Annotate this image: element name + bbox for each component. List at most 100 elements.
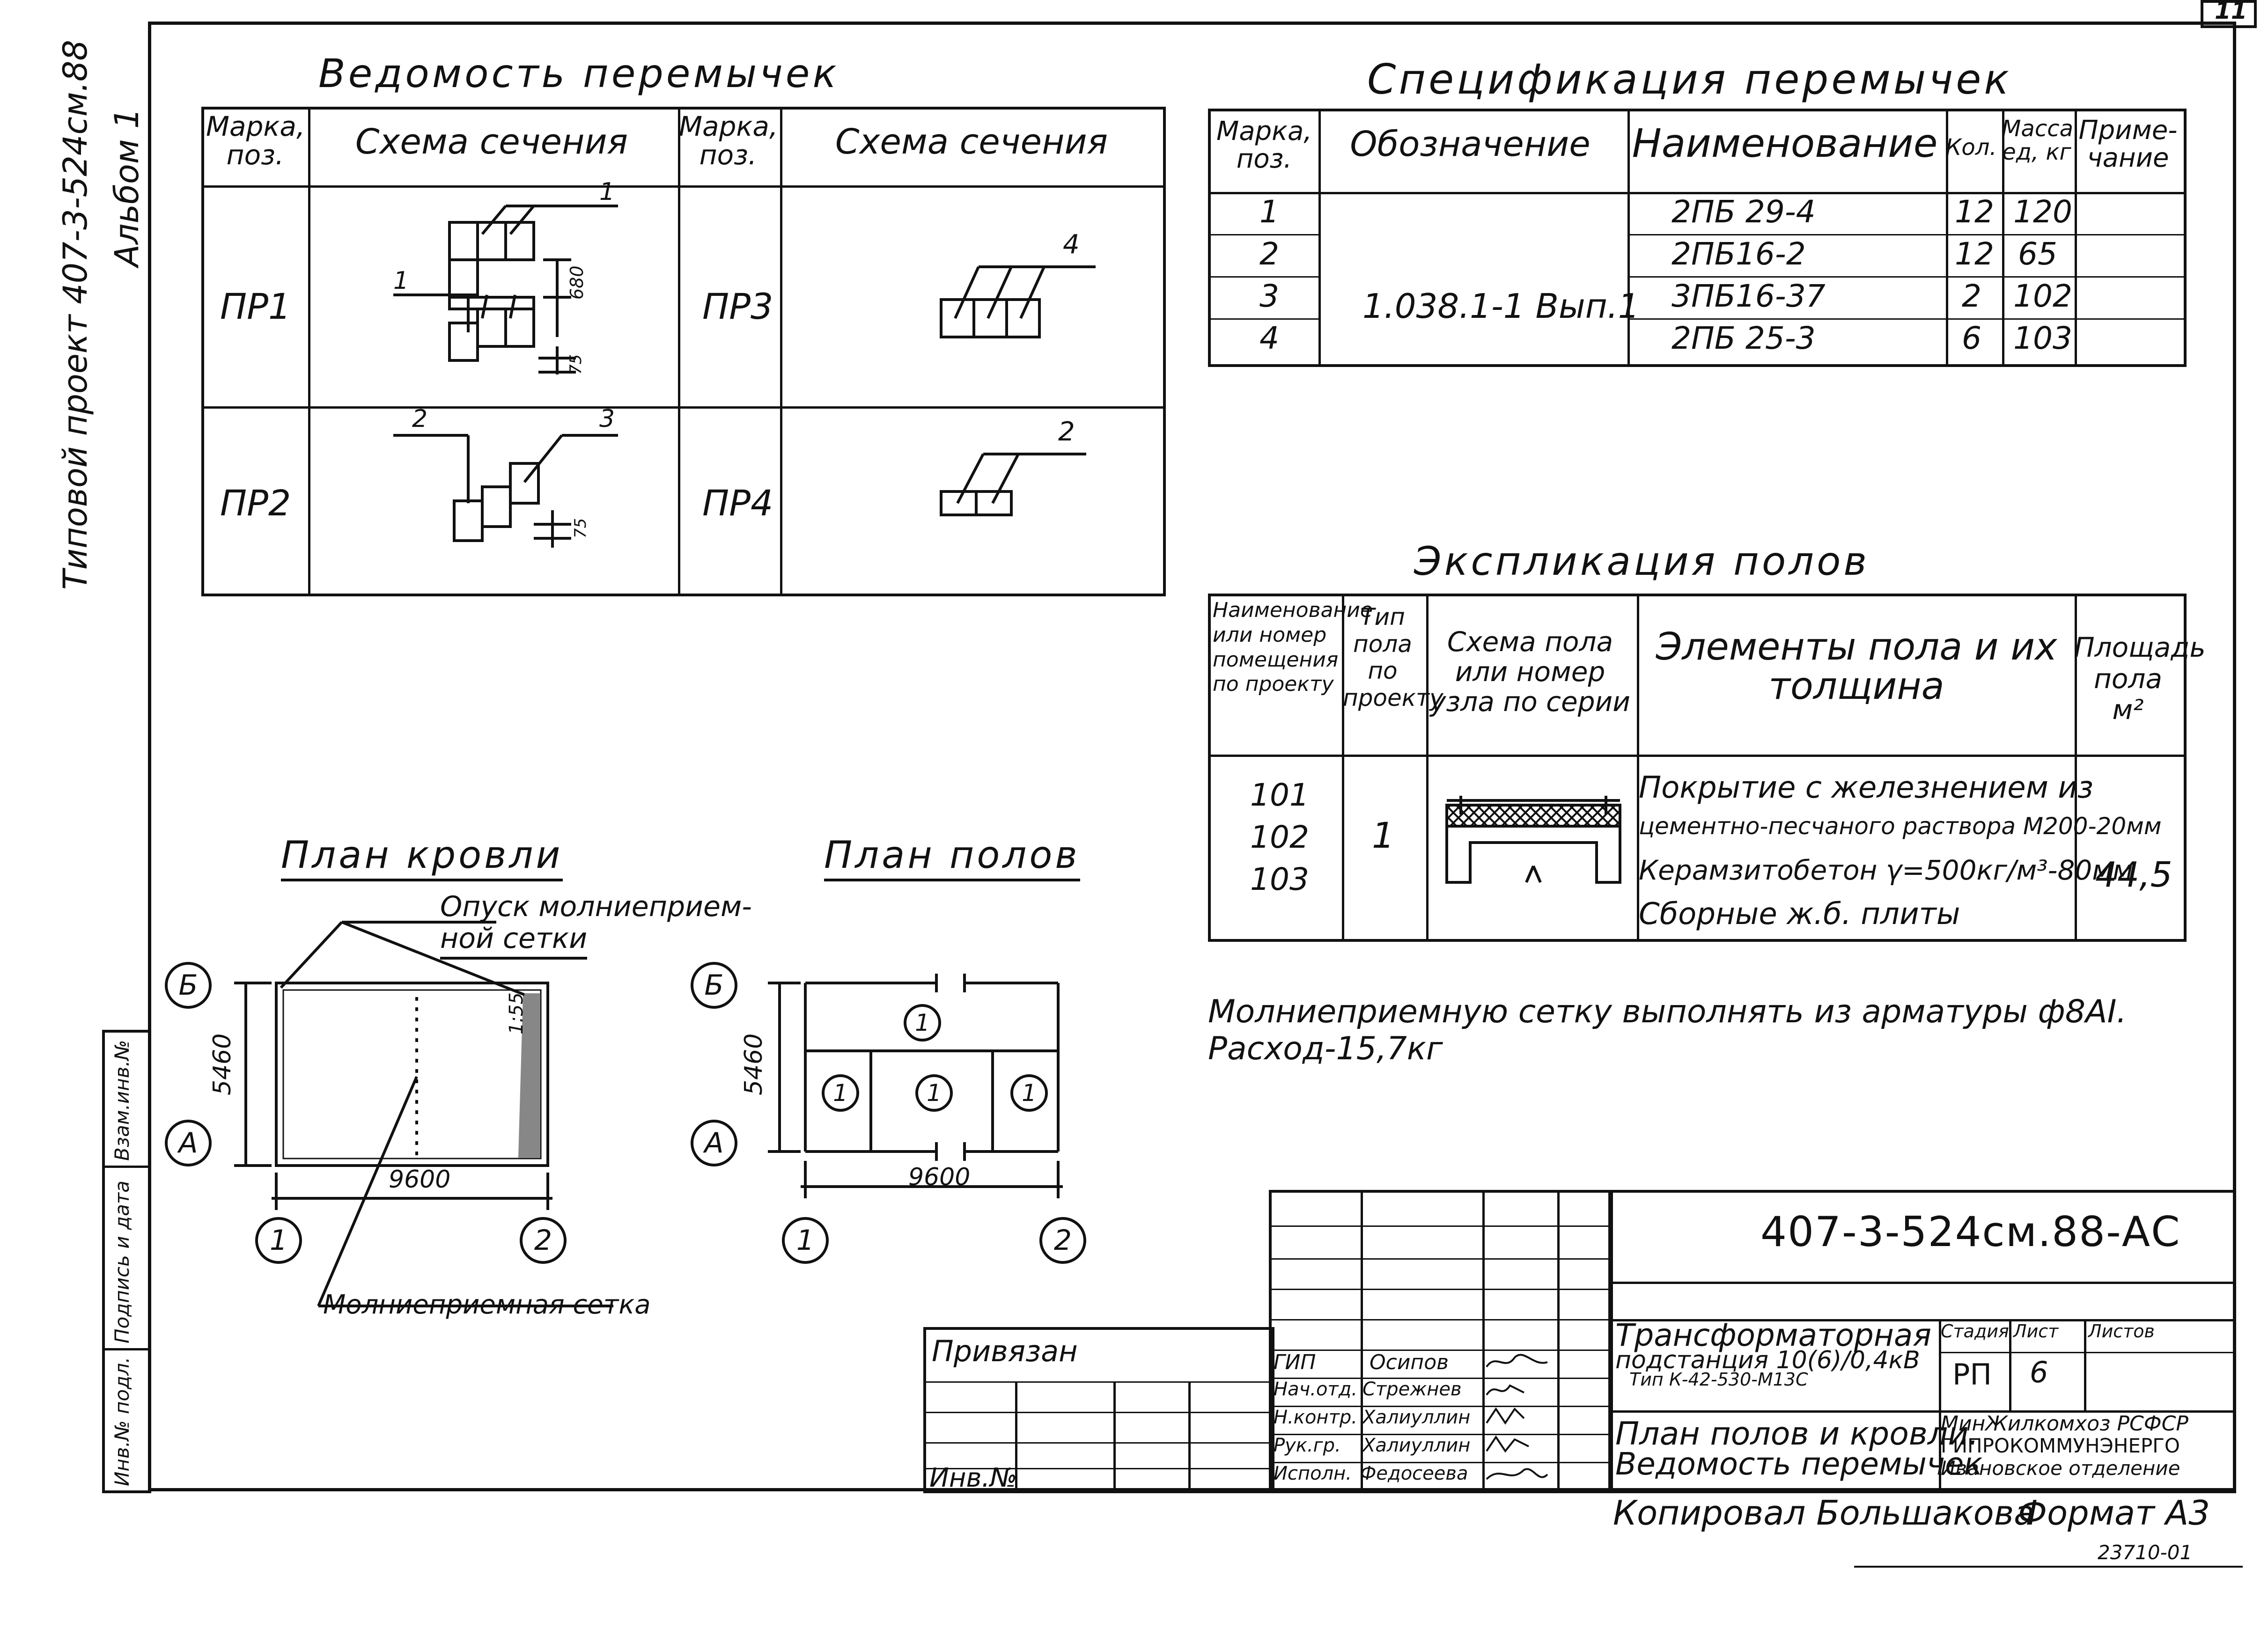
stamp-sheet-label: Лист [2013, 1321, 2059, 1342]
stamp-sheet: 6 [2030, 1355, 2048, 1389]
title-block-privyazan [923, 1327, 1274, 1493]
lintel-mark: ПР4 [702, 482, 773, 524]
stamp-role: ГИП [1274, 1350, 1316, 1374]
roof-axis-a: А [165, 1120, 212, 1166]
side-stamp-replace: Взам.инв.№ [110, 1040, 133, 1161]
title-block-main [1608, 1190, 2236, 1493]
pr1-label: 1 [393, 267, 409, 295]
roof-plan-dim-v: 5460 [208, 1033, 236, 1095]
pr2-label: 2 [412, 405, 428, 433]
stamp-org-1: МинЖилкомхоз РСФСР [1941, 1412, 2188, 1436]
spec-row-qty: 6 [1962, 320, 1981, 356]
lintel-header-scheme-2: Схема сечения [835, 122, 1108, 162]
pr1-label: 680 [567, 265, 587, 300]
floors-room: 103 [1250, 861, 1309, 897]
floor-type-marker: 1 [915, 1074, 953, 1112]
side-stamp-sign: Подпись и дата [110, 1181, 133, 1343]
floors-title: Экспликация полов [1414, 538, 1870, 584]
lintel-sheet-table [201, 107, 1166, 596]
floors-element: Сборные ж.б. плиты [1639, 897, 1960, 932]
stamp-person: Стрежнев [1362, 1379, 1462, 1400]
floors-room: 102 [1250, 819, 1309, 855]
floor-plan-title: План полов [824, 833, 1080, 881]
lintel-mark: ПР1 [220, 286, 291, 327]
lintel-header-scheme-1: Схема сечения [355, 122, 628, 162]
floors-type: 1 [1372, 814, 1395, 856]
side-note-line1: Типовой проект 407-3-524см.88 [56, 40, 95, 590]
stamp-role: Н.контр. [1274, 1407, 1357, 1428]
lintel-header-mark-1: Марка, поз. [206, 110, 305, 171]
spec-row-name: 2ПБ16-2 [1672, 236, 1806, 272]
roof-axis-1: 1 [255, 1217, 302, 1264]
pr1-label: 75 [567, 354, 585, 374]
floor-type-marker: 1 [822, 1074, 859, 1112]
lintel-section-pr2 [393, 434, 618, 548]
drawing-frame [148, 22, 2236, 1491]
floor-axis-a: А [691, 1120, 737, 1166]
spec-row-mass: 120 [2013, 194, 2072, 230]
lintel-mark: ПР2 [220, 482, 291, 524]
stamp-code: 407-3-524см.88-АС [1760, 1208, 2181, 1256]
roof-plan-slope: 1:55 [506, 992, 527, 1034]
page-number: 11 [2215, 0, 2247, 24]
stamp-project-name-3: Тип К-42-530-М13С [1629, 1369, 1808, 1390]
stamp-person: Халиуллин [1362, 1435, 1471, 1456]
stamp-person: Халиуллин [1362, 1407, 1471, 1428]
floor-plan-dim-v: 5460 [740, 1033, 768, 1095]
spec-header-qty: Кол. [1945, 134, 1997, 161]
pr4-label: 2 [1058, 417, 1075, 447]
spec-row-mass: 65 [2018, 236, 2057, 272]
floors-header-area: Площадь пола м² [2074, 631, 2206, 726]
stamp-role: Рук.гр. [1274, 1435, 1341, 1456]
roof-axis-b: Б [165, 962, 212, 1009]
stamp-role: Исполн. [1274, 1463, 1352, 1484]
spec-row-qty: 2 [1962, 278, 1981, 314]
floors-header-type: Тип пола по проекту [1343, 603, 1443, 711]
copied-by: Копировал Большакова [1613, 1493, 2035, 1533]
spec-row-mass: 102 [2013, 278, 2072, 314]
floor-plan-drawing [768, 974, 1063, 1198]
spec-row-pos: 4 [1259, 320, 1279, 356]
stamp-sheet-title-1: План полов и кровли. [1615, 1416, 1979, 1452]
floor-axis-b: Б [691, 962, 737, 1009]
spec-row-name: 3ПБ16-37 [1672, 278, 1826, 314]
order-number: 23710-01 [2098, 1541, 2193, 1564]
floor-axis-2: 2 [1039, 1217, 1086, 1264]
stamp-org-2: ГИПРОКОММУНЭНЕРГО [1941, 1434, 2180, 1457]
lintel-mark: ПР3 [702, 286, 773, 327]
spec-header-mark: Марка, поз. [1216, 116, 1312, 174]
lintel-sheet-title: Ведомость перемычек [318, 51, 839, 96]
floors-area: 44,5 [2095, 855, 2172, 895]
side-stamp-inv: Инв.№ подл. [110, 1357, 133, 1486]
roof-plan-title: План кровли [281, 833, 563, 881]
lightning-note: Молниеприемную сетку выполнять из армату… [1208, 993, 2127, 1067]
spec-row-pos: 3 [1259, 278, 1279, 314]
spec-row-qty: 12 [1955, 194, 1994, 230]
inv-no-label: Инв.№ [929, 1463, 1017, 1493]
floors-table [1208, 594, 2187, 942]
spec-header-name: Наименование [1632, 120, 1938, 166]
floors-element: цементно-песчаного раствора М200-20мм [1639, 813, 2162, 840]
floors-element: Керамзитобетон γ=500кг/м³-80мм [1639, 854, 2133, 886]
floor-section-scheme [1445, 796, 1621, 884]
roof-plan-note-1: Опуск молниеприем- [440, 890, 752, 923]
floors-element: Покрытие с железнением из [1639, 770, 2093, 805]
roof-axis-2: 2 [520, 1217, 567, 1264]
spec-row-mass: 103 [2013, 320, 2072, 356]
stamp-org-3: Ивановское отделение [1941, 1457, 2180, 1480]
roof-plan-drawing [234, 921, 613, 1307]
spec-row-pos: 2 [1259, 236, 1279, 272]
lintel-section-pr3 [940, 265, 1096, 338]
lintel-section-pr4 [940, 453, 1086, 516]
side-stamp-divider [102, 1348, 151, 1350]
title-block-left [1269, 1190, 1613, 1493]
floors-header-scheme: Схема пола или номер узла по серии [1430, 626, 1630, 718]
pr1-label: 1 [599, 178, 615, 206]
page-number-box [2201, 0, 2257, 28]
stamp-project-name-2: подстанция 10(6)/0,4кВ [1615, 1346, 1920, 1374]
floor-type-marker: 1 [904, 1004, 941, 1042]
format-label: Формат А3 [2018, 1493, 2210, 1533]
stamp-sheet-title-2: Ведомость перемычек [1615, 1446, 1983, 1482]
spec-header-designation: Обозначение [1350, 124, 1591, 164]
spec-designation: 1.038.1-1 Вып.1 [1362, 286, 1640, 326]
